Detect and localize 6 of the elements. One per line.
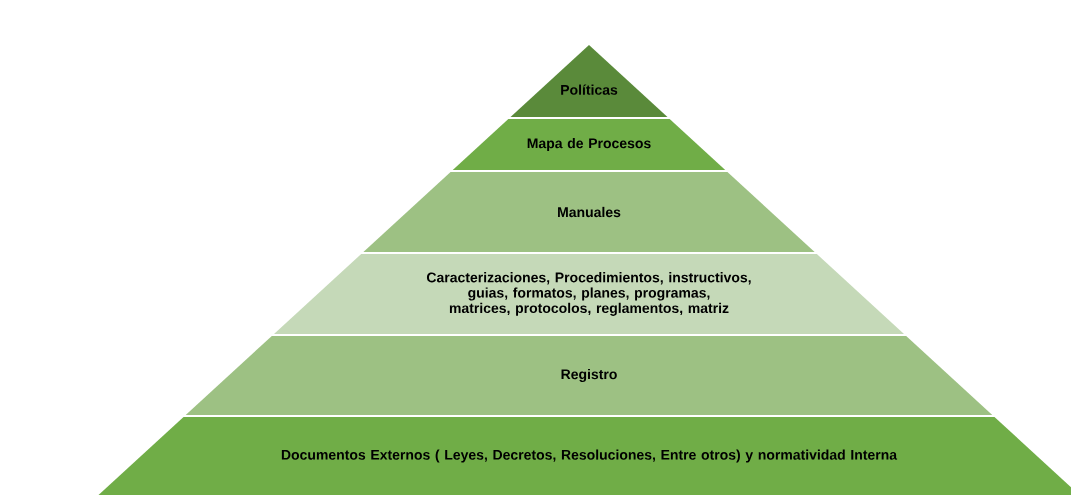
pyramid-level: Mapa de Procesos: [452, 119, 726, 170]
pyramid-level: Manuales: [363, 172, 815, 252]
pyramid-level: Caracterizaciones, Procedimientos, instructivos, guias, formatos, planes, programas, matrices, protocolos, reglamentos, matriz: [274, 254, 904, 334]
pyramid-level: Políticas: [510, 45, 668, 117]
pyramid-level: Documentos Externos ( Leyes, Decretos, Resoluciones, Entre otros) y normatividad Interna: [98, 417, 1071, 495]
pyramid-level: Registro: [185, 336, 993, 415]
